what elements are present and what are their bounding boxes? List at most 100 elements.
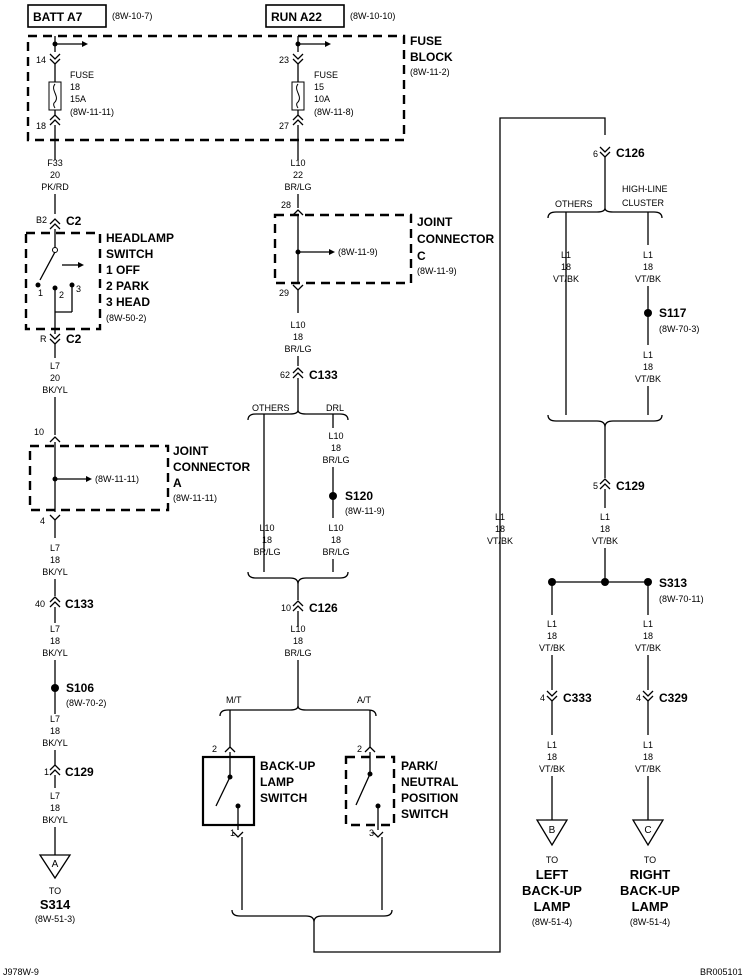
wire-l1c-circuit: L1 <box>643 250 653 260</box>
wire-l1f-gauge: 18 <box>547 631 557 641</box>
wire-l1d-gauge: 18 <box>643 362 653 372</box>
s313-ref: (8W-70-11) <box>659 594 704 604</box>
jca-pin-top: 10 <box>34 427 44 437</box>
jca-inner-ref: (8W-11-11) <box>95 474 139 484</box>
c133b-name: C133 <box>65 597 94 611</box>
s313-name: S313 <box>659 576 687 590</box>
batt-a7-box <box>27 4 107 28</box>
terminal-c-triangle <box>631 819 665 847</box>
branch-drl: DRL <box>326 403 344 413</box>
fuse-block-title2: BLOCK <box>410 50 453 64</box>
wire-l1i-gauge: 18 <box>643 752 653 762</box>
jcc-title1: JOINT <box>417 215 453 229</box>
bu-title1: BACK-UP <box>260 759 315 773</box>
wire-l7a-color: BK/YL <box>42 385 68 395</box>
hs-pin-top: B2 <box>36 215 47 225</box>
c126a-name: C126 <box>309 601 338 615</box>
wire-l1e-color: VT/BK <box>592 536 618 546</box>
pn-title4: SWITCH <box>401 807 448 821</box>
joint-connector-a-outline <box>28 444 170 512</box>
fuse15-ref: (8W-11-8) <box>314 107 354 117</box>
terminal-c-letter: C <box>644 825 651 836</box>
branch-high-line-2: CLUSTER <box>622 198 665 208</box>
jcc-pin-top: 28 <box>281 200 291 210</box>
wire-l10a-color: BR/LG <box>284 182 311 192</box>
splice-s120 <box>329 492 337 500</box>
terminal-a-letter: A <box>52 859 59 870</box>
fuse15-body <box>291 81 305 111</box>
fuse-block-title1: FUSE <box>410 34 442 48</box>
bu-title2: LAMP <box>260 775 294 789</box>
wire-l7e-circuit: L7 <box>50 791 60 801</box>
terminal-b-l2: BACK-UP <box>522 883 582 898</box>
branch-others-1: OTHERS <box>252 403 290 413</box>
fuse15-label1: FUSE <box>314 70 338 80</box>
wire-l1g-circuit: L1 <box>547 740 557 750</box>
hs-pin-bottom: R <box>40 334 47 344</box>
wire-l1c-gauge: 18 <box>643 262 653 272</box>
jcc-inner-ref: (8W-11-9) <box>338 247 378 257</box>
terminal-c-l2: BACK-UP <box>620 883 680 898</box>
joint-connector-c-outline <box>273 213 413 285</box>
pn-pin-bottom: 3 <box>369 828 374 838</box>
jcc-title2: CONNECTOR <box>417 232 494 246</box>
wire-l1h-circuit: L1 <box>643 619 653 629</box>
wire-l7b-color: BK/YL <box>42 567 68 577</box>
pn-title2: NEUTRAL <box>401 775 458 789</box>
batt-a7-ref: (8W-10-7) <box>112 11 152 21</box>
jcc-title3: C <box>417 249 426 263</box>
wire-f33-circuit: F33 <box>47 158 63 168</box>
c129a-pin: 1 <box>44 767 49 777</box>
fuse15-pin-in: 23 <box>279 55 289 65</box>
wire-l7e-gauge: 18 <box>50 803 60 813</box>
terminal-c-to: TO <box>644 855 656 865</box>
fuse15-label2: 15 <box>314 82 324 92</box>
c133b-pin: 40 <box>35 599 45 609</box>
fuse15-label3: 10A <box>314 94 330 104</box>
wire-l10c-circuit: L10 <box>328 431 343 441</box>
wire-l10e-gauge: 18 <box>331 535 341 545</box>
pn-title3: POSITION <box>401 791 458 805</box>
wire-l7a-gauge: 20 <box>50 373 60 383</box>
c333-name: C333 <box>563 691 592 705</box>
wire-l10b-gauge: 18 <box>293 332 303 342</box>
wire-l7a-circuit: L7 <box>50 361 60 371</box>
wire-l1d-color: VT/BK <box>635 374 661 384</box>
wire-l1d-circuit: L1 <box>643 350 653 360</box>
terminal-b-letter: B <box>549 825 556 836</box>
jca-title2: CONNECTOR <box>173 460 250 474</box>
wire-l10c-gauge: 18 <box>331 443 341 453</box>
fuse18-pin-in: 14 <box>36 55 46 65</box>
wire-l7b-circuit: L7 <box>50 543 60 553</box>
s106-ref: (8W-70-2) <box>66 698 106 708</box>
hs-title5: 3 HEAD <box>106 295 150 309</box>
fuse18-label1: FUSE <box>70 70 94 80</box>
c129b-name: C129 <box>616 479 645 493</box>
wire-l10a-circuit: L10 <box>290 158 305 168</box>
s120-ref: (8W-11-9) <box>345 506 385 516</box>
s106-name: S106 <box>66 681 94 695</box>
terminal-b-to: TO <box>546 855 558 865</box>
wire-l10a-gauge: 22 <box>293 170 303 180</box>
terminal-c-l3: LAMP <box>632 899 669 914</box>
terminal-b-triangle <box>535 819 569 847</box>
jca-title1: JOINT <box>173 444 209 458</box>
hs-conn-bottom: C2 <box>66 332 82 346</box>
batt-a7-label: BATT A7 <box>33 10 83 24</box>
wire-l10b-color: BR/LG <box>284 344 311 354</box>
terminal-c-l1: RIGHT <box>630 867 671 882</box>
c333-pin: 4 <box>540 693 545 703</box>
bu-pin-top: 2 <box>212 744 217 754</box>
hs-pos1: 1 <box>38 288 43 298</box>
jca-title3: A <box>173 476 182 490</box>
wire-l1h-color: VT/BK <box>635 643 661 653</box>
c129a-name: C129 <box>65 765 94 779</box>
backup-lamp-switch-box <box>201 755 256 827</box>
hs-title3: 1 OFF <box>106 263 140 277</box>
terminal-a-ref: (8W-51-3) <box>35 914 75 924</box>
wire-l7c-circuit: L7 <box>50 624 60 634</box>
wire-l10f-color: BR/LG <box>284 648 311 658</box>
s120-name: S120 <box>345 489 373 503</box>
s117-ref: (8W-70-3) <box>659 324 699 334</box>
